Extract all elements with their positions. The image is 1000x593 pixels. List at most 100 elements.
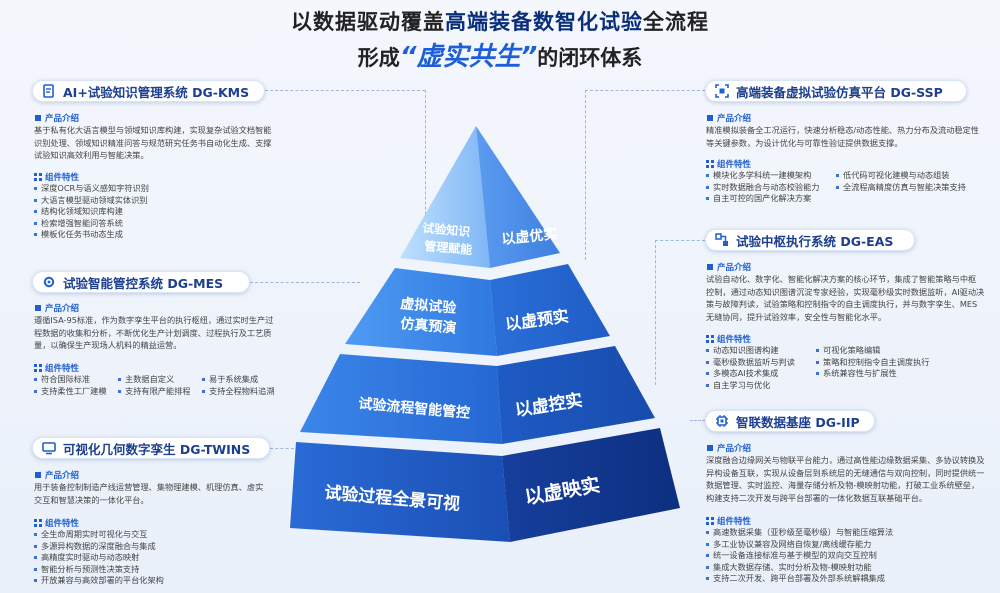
- list-item: 高精度实时驱动与动态映射: [34, 552, 164, 564]
- headline-part: 全流程: [643, 10, 709, 34]
- text-line: 异构设备互联，实现从设备层到系统层的无缝通信与双向控制，同时提供统一: [706, 467, 985, 478]
- grid-icon: [706, 335, 714, 343]
- document-icon: [41, 84, 56, 99]
- kms-title: AI+试验知识管理系统 DG-KMS: [63, 84, 250, 100]
- ssp-feature-col-1: 模块化多学科统一建模架构 实时数据融合与动态校验能力 自主可控的国产化解决方案: [706, 170, 819, 205]
- ssp-intro: 精准模拟装备全工况运行，快速分析稳态/动态性能、热力分布及流动稳定性 等关键参数…: [706, 124, 996, 149]
- text-line: 深度融合边缘网关与物联平台能力，通过高性能边缘数据采集、多协议转换及: [706, 455, 985, 465]
- list-item: 多模态AI技术集成: [706, 368, 795, 380]
- text-line: 数据管理、实时监控、海量存储分析及物-模映射功能，打破工业系统壁垒，: [706, 480, 980, 491]
- iip-features-heading: 组件特性: [706, 515, 751, 527]
- text-line: 构建支持二次开发与跨平台部署的一体化数据互联基础平台。: [706, 492, 928, 503]
- list-item: 模块化多学科统一建模架构: [706, 170, 819, 182]
- pyramid-level-1-right: 以虚优实: [501, 225, 558, 248]
- pyramid-level-1-left: [400, 126, 490, 268]
- text-line: 程数据的收集和分析，不断优化生产计划调度、过程执行及工艺质: [34, 327, 272, 338]
- headline-line-1: 以数据驱动覆盖高端装备数智化试验全流程: [0, 6, 1000, 36]
- list-item: 模板化任务书动态生成: [34, 229, 149, 241]
- pyramid-level-1-left-line1: 试验知识: [422, 220, 471, 239]
- list-item: 检索增强智能问答系统: [34, 218, 149, 230]
- ssp-features-heading: 组件特性: [706, 158, 751, 170]
- cube-icon: [34, 471, 42, 479]
- list-item: 大语言模型驱动领域实体识别: [34, 195, 149, 207]
- list-item: 符合国际标准: [34, 374, 107, 386]
- pyramid-level-2-left-line1: 虚拟试验: [400, 295, 458, 317]
- pyramid-level-3-left: [300, 354, 502, 444]
- eas-title: 试验中枢执行系统 DG-EAS: [736, 233, 894, 249]
- list-item: 结构化领域知识库构建: [34, 206, 149, 218]
- headline-emphasis: 高端装备数智化试验: [445, 10, 643, 34]
- list-item: 支持柔性工厂建模: [34, 386, 107, 398]
- grid-icon: [34, 364, 42, 372]
- connector-line: [585, 90, 586, 260]
- text-line: 无缝协同，提升试验效率，安全性与智能化水平。: [706, 311, 887, 322]
- iip-intro: 深度融合边缘网关与物联平台能力，通过高性能边缘数据采集、多协议转换及 异构设备互…: [706, 454, 998, 504]
- network-icon: [714, 233, 729, 248]
- list-item: 支持全程物料追溯: [202, 386, 275, 398]
- list-item: 自主学习与优化: [706, 380, 795, 392]
- text-line: 等关键参数，为设计优化与可靠性验证提供数据支撑。: [706, 137, 903, 148]
- text-line: 量，以确保生产现场人机料的精益运营。: [34, 340, 182, 351]
- eas-title-pill: 试验中枢执行系统 DG-EAS: [705, 229, 915, 251]
- mes-intro-heading: 产品介绍: [34, 302, 79, 314]
- connector-line: [655, 240, 705, 241]
- connector-line: [250, 282, 360, 283]
- kms-title-pill: AI+试验知识管理系统 DG-KMS: [32, 80, 265, 102]
- list-item: 策略和控制指令自主调度执行: [816, 357, 929, 369]
- list-item: 深度OCR与语义感知字符识别: [34, 183, 149, 195]
- list-item: 高速数据采集（亚秒级至毫秒级）与智能压缩算法: [706, 527, 893, 539]
- pyramid-level-2-left-line2: 仿真预演: [400, 315, 457, 337]
- mes-intro: 遵循ISA-95标准，作为数字孪生平台的执行枢纽，通过实时生产过 程数据的收集和…: [34, 314, 294, 352]
- pyramid-level-2-right: [490, 264, 610, 356]
- list-item: 全生命周期实时可视化与交互: [34, 529, 164, 541]
- mes-features-heading: 组件特性: [34, 362, 79, 374]
- pyramid-level-4-right: [502, 428, 680, 542]
- headline-part: 形成: [357, 46, 400, 70]
- list-item: 智能分析与预测性决策支持: [34, 564, 164, 576]
- pyramid-level-1-right: [476, 126, 560, 268]
- headline-highlight: “虚实共生”: [399, 42, 538, 72]
- ssp-feature-col-2: 低代码可视化建模与动态组装 全流程高精度仿真与智能决策支持: [836, 170, 966, 193]
- list-item: 多源异构数据的深度融合与集成: [34, 541, 164, 553]
- list-item: 低代码可视化建模与动态组装: [836, 170, 966, 182]
- kms-feature-list: 深度OCR与语义感知字符识别 大语言模型驱动领域实体识别 结构化领域知识库构建 …: [34, 183, 149, 241]
- headline-part: 的闭环体系: [537, 46, 643, 70]
- twins-intro: 用于装备控制制造产线运营管理、集物理建模、机理仿真、虚实 交互和智慧决策的一体化…: [34, 481, 294, 506]
- eas-feature-col-2: 可视化策略编辑 策略和控制指令自主调度执行 系统兼容性与扩展性: [816, 345, 929, 380]
- connector-line: [655, 240, 656, 385]
- pyramid-level-2-left: [345, 268, 497, 356]
- ssp-intro-heading: 产品介绍: [706, 112, 751, 124]
- list-item: 系统兼容性与扩展性: [816, 368, 929, 380]
- kms-intro: 基于私有化大语言模型与领域知识库构建，实现复杂试验文档智能 识别处理、领域知识精…: [34, 124, 284, 162]
- twins-feature-list: 全生命周期实时可视化与交互 多源异构数据的深度融合与集成 高精度实时驱动与动态映…: [34, 529, 164, 587]
- cube-icon: [34, 114, 42, 122]
- cube-icon: [34, 304, 42, 312]
- list-item: 实时数据融合与动态校验能力: [706, 182, 819, 194]
- headline-part: 以数据驱动覆盖: [291, 10, 445, 34]
- iip-title: 智联数据基座 DG-IIP: [736, 414, 860, 430]
- mes-title: 试验智能管控系统 DG-MES: [63, 275, 224, 291]
- chip-icon: [714, 414, 729, 429]
- grid-icon: [34, 173, 42, 181]
- text-line: 识别处理、领域知识精准问答与规范研究任务书自动化生成、支撑: [34, 137, 272, 148]
- text-line: 控制，通过动态知识图谱沉淀专家经验，实现毫秒级实时数据监听，AI驱动决: [706, 286, 985, 297]
- text-line: 试验知识高效利用与智能决策。: [34, 150, 149, 161]
- text-line: 交互和智慧决策的一体化平台。: [34, 494, 149, 505]
- list-item: 支持有限产能排程: [118, 386, 191, 398]
- list-item: 统一设备连接标准与基于模型的双向交互控制: [706, 550, 893, 562]
- connector-line: [265, 90, 425, 91]
- twins-features-heading: 组件特性: [34, 517, 79, 529]
- text-line: 基于私有化大语言模型与领域知识库构建，实现复杂试验文档智能: [34, 125, 272, 135]
- cube-icon: [706, 263, 714, 271]
- grid-icon: [706, 517, 714, 525]
- eas-intro-heading: 产品介绍: [706, 261, 751, 273]
- ssp-title: 高端装备虚拟试验仿真平台 DG-SSP: [736, 84, 943, 100]
- text-line: 策与故障判读，试验策略和控制指令的自主调度执行，并与数字孪生、MES: [706, 299, 978, 310]
- grid-icon: [34, 519, 42, 527]
- monitor-icon: [41, 441, 56, 456]
- connector-line: [270, 448, 320, 449]
- kms-intro-heading: 产品介绍: [34, 112, 79, 124]
- list-item: 全流程高精度仿真与智能决策支持: [836, 182, 966, 194]
- list-item: 开放兼容与高效部署的平台化架构: [34, 575, 164, 587]
- mes-feature-col-3: 易于系统集成 支持全程物料追溯: [202, 374, 275, 397]
